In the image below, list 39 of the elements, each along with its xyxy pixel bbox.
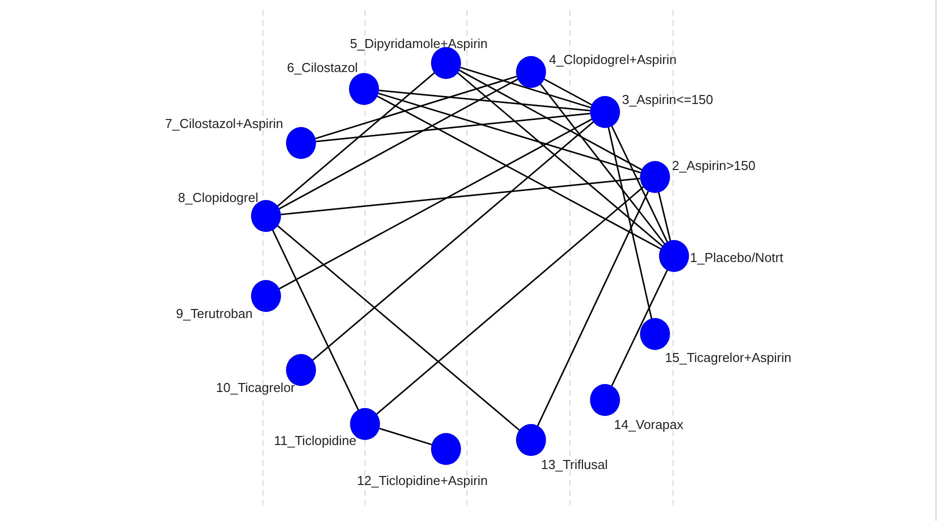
connector-line bbox=[276, 225, 520, 431]
connector-line bbox=[458, 70, 642, 170]
connector-line bbox=[460, 66, 591, 108]
connector-line bbox=[278, 118, 592, 290]
connector-line bbox=[278, 78, 518, 210]
node-label: 6_Cilostazol bbox=[287, 60, 358, 75]
connector-line bbox=[276, 72, 436, 207]
connector-line bbox=[610, 269, 668, 387]
node-label: 4_Clopidogrel+Aspirin bbox=[549, 52, 677, 67]
node-label: 1_Placebo/Notrt bbox=[690, 250, 784, 265]
connector-line bbox=[456, 72, 664, 247]
connector-line bbox=[376, 186, 644, 415]
node-label: 2_Aspirin>150 bbox=[672, 158, 756, 173]
connector-line bbox=[379, 428, 432, 446]
connector-line bbox=[608, 126, 652, 320]
connector-line bbox=[540, 83, 666, 245]
connector-line bbox=[315, 76, 517, 140]
connector-line bbox=[272, 229, 360, 411]
connector-line bbox=[658, 191, 672, 242]
node-label: 3_Aspirin<=150 bbox=[622, 92, 714, 107]
node-label: 7_Cilostazol+Aspirin bbox=[165, 116, 284, 131]
connector-line bbox=[378, 92, 641, 174]
node-label: 11_Ticlopidine bbox=[274, 433, 356, 448]
connector-line bbox=[610, 125, 668, 243]
connector-line bbox=[280, 178, 640, 216]
node-label: 14_Vorapax bbox=[614, 417, 684, 432]
node-label: 15_Ticagrelor+Aspirin bbox=[665, 350, 792, 365]
node-label: 5_Dipyridamole+Aspirin bbox=[350, 36, 488, 51]
connector-line bbox=[536, 190, 650, 427]
node-label: 13_Triflusal bbox=[541, 457, 608, 472]
connector-line bbox=[316, 112, 590, 142]
connector-line bbox=[544, 78, 592, 106]
connector-line bbox=[378, 90, 590, 112]
node-label: 12_Ticlopidine+Aspirin bbox=[357, 473, 488, 488]
node-label: 8_Clopidogrel bbox=[178, 190, 258, 205]
node-label: 9_Terutroban bbox=[176, 306, 253, 321]
node-label: 10_Ticagrelor bbox=[216, 380, 296, 395]
connector-line bbox=[312, 121, 594, 361]
connector-line bbox=[376, 95, 662, 250]
